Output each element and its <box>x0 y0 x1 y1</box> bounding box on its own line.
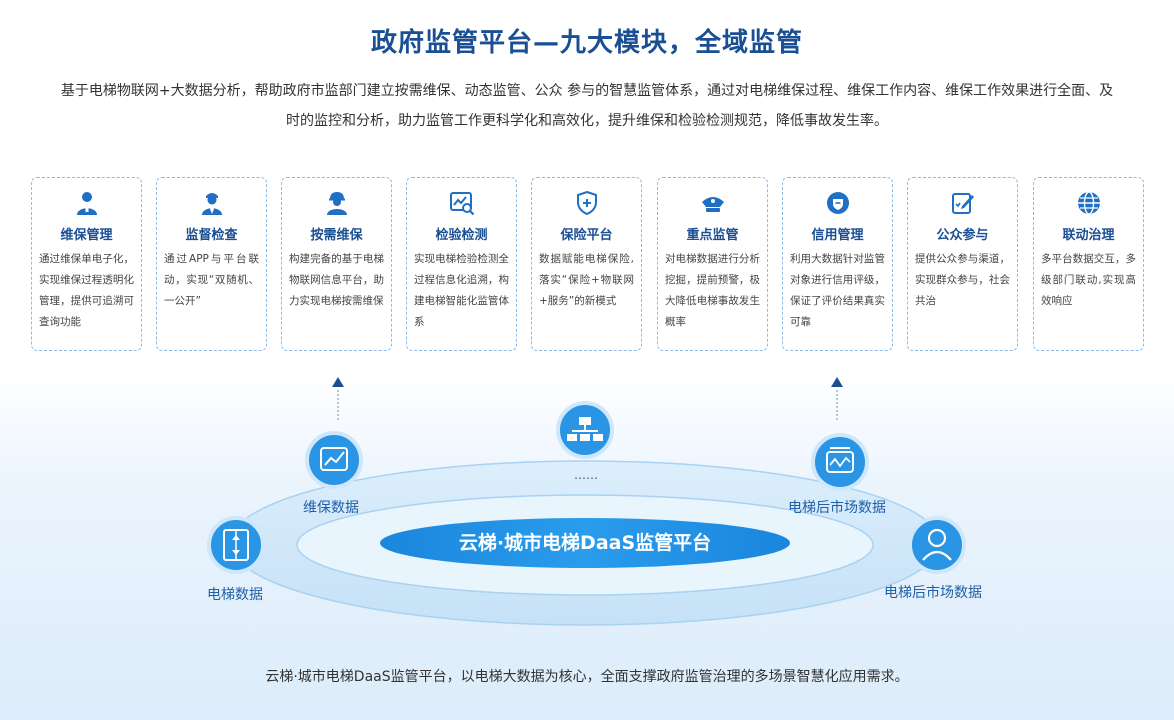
module-card-insurance[interactable]: 保险平台 数据赋能电梯保险,落实“保险+物联网+服务”的新模式 <box>531 177 642 351</box>
aftermarket-data-label-top: 电梯后市场数据 <box>788 500 886 516</box>
arrow-up-left-icon <box>332 377 344 387</box>
module-card-maintenance[interactable]: 维保管理 通过维保单电子化，实现维保过程透明化管理，提供可追溯可查询功能 <box>31 177 142 351</box>
module-card-linkage[interactable]: 联动治理 多平台数据交互，多级部门联动,实现高效响应 <box>1033 177 1144 351</box>
module-desc: 提供公众参与渠道，实现群众参与，社会共治 <box>915 253 1010 307</box>
aftermarket-data-label-bottom: 电梯后市场数据 <box>884 585 982 601</box>
user-node-icon <box>908 516 966 574</box>
credit-badge-icon <box>826 192 849 214</box>
inspector-icon <box>201 193 222 215</box>
worker-icon <box>76 192 97 215</box>
module-title: 维保管理 <box>60 228 113 243</box>
page-title: 政府监管平台—九大模块，全域监管 <box>370 28 803 58</box>
module-card-credit[interactable]: 信用管理 利用大数据针对监管对象进行信用评级，保证了评价结果真实可靠 <box>782 177 893 351</box>
chart-search-icon <box>449 192 474 216</box>
module-card-on-demand[interactable]: 按需维保 构建完备的基于电梯物联网信息平台，助力实现电梯按需维保 <box>281 177 392 351</box>
module-desc: 实现电梯检验检测全过程信息化追溯，构建电梯智能化监管体系 <box>414 253 509 328</box>
module-card-inspection[interactable]: 检验检测 实现电梯检验检测全过程信息化追溯，构建电梯智能化监管体系 <box>406 177 517 351</box>
module-title: 公众参与 <box>936 228 989 243</box>
module-desc: 利用大数据针对监管对象进行信用评级，保证了评价结果真实可靠 <box>790 253 885 328</box>
module-title: 监督检查 <box>185 228 238 243</box>
intro-text: 基于电梯物联网+大数据分析，帮助政府市监部门建立按需维保、动态监管、公众 参与的… <box>60 83 1114 129</box>
module-desc: 构建完备的基于电梯物联网信息平台，助力实现电梯按需维保 <box>289 253 384 307</box>
hierarchy-node-icon <box>556 401 614 459</box>
module-title: 检验检测 <box>435 228 488 243</box>
module-desc: 数据赋能电梯保险,落实“保险+物联网+服务”的新模式 <box>539 253 634 307</box>
module-desc: 通过APP与平台联动，实现“双随机、一公开” <box>164 253 259 307</box>
module-card-public[interactable]: 公众参与 提供公众参与渠道，实现群众参与，社会共治 <box>907 177 1018 351</box>
module-title: 重点监管 <box>686 228 739 243</box>
elevator-node-icon <box>207 516 265 574</box>
module-title: 联动治理 <box>1062 228 1115 243</box>
edit-check-icon <box>951 193 974 214</box>
aftermarket-node-icon <box>811 433 869 491</box>
module-card-supervision[interactable]: 监督检查 通过APP与平台联动，实现“双随机、一公开” <box>156 177 267 351</box>
maintenance-data-label: 维保数据 <box>303 500 359 516</box>
arrow-up-right-icon <box>831 377 843 387</box>
module-desc: 对电梯数据进行分析挖掘，提前预警，极大降低电梯事故发生概率 <box>665 253 760 328</box>
module-title: 信用管理 <box>811 228 864 243</box>
module-desc: 通过维保单电子化，实现维保过程透明化管理，提供可追溯可查询功能 <box>39 253 134 328</box>
elevator-data-label: 电梯数据 <box>207 587 263 603</box>
module-title: 保险平台 <box>560 228 613 243</box>
footer-summary: 云梯·城市电梯DaaS监管平台，以电梯大数据为核心，全面支撑政府监管治理的多场景… <box>265 669 909 685</box>
helmet-worker-icon <box>326 192 347 215</box>
module-cards: 维保管理 通过维保单电子化，实现维保过程透明化管理，提供可追溯可查询功能 监督检… <box>31 177 1146 351</box>
globe-icon <box>1077 191 1100 215</box>
shield-plus-icon <box>576 190 597 216</box>
platform-label: 云梯·城市电梯DaaS监管平台 <box>458 532 712 554</box>
ellipsis-label: …… <box>574 468 598 482</box>
maintenance-node-icon <box>305 431 363 489</box>
module-card-key-supervision[interactable]: 重点监管 对电梯数据进行分析挖掘，提前预警，极大降低电梯事故发生概率 <box>657 177 768 351</box>
module-title: 按需维保 <box>310 228 363 243</box>
police-cap-icon <box>701 197 724 212</box>
module-desc: 多平台数据交互，多级部门联动,实现高效响应 <box>1041 253 1136 307</box>
